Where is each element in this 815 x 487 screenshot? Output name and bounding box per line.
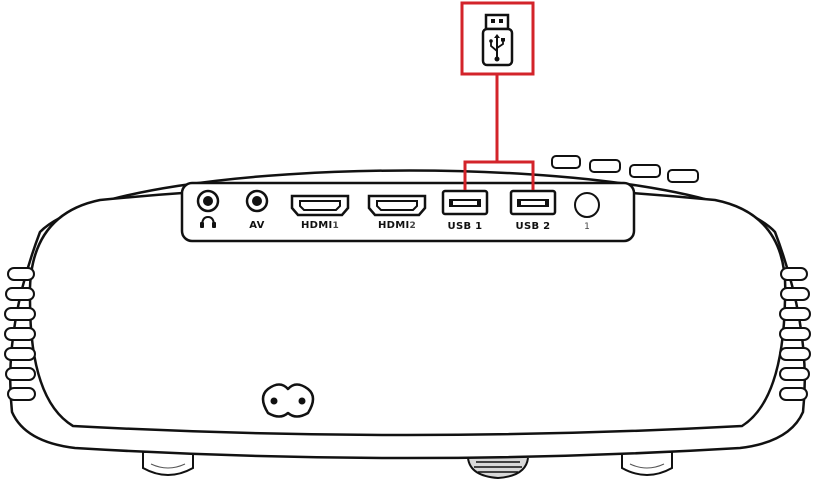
right-vents — [779, 267, 811, 401]
ir-sensor-label: 1 — [584, 222, 590, 232]
headphone-jack[interactable] — [196, 189, 220, 213]
usb2-port[interactable] — [509, 189, 557, 216]
power-socket-icon[interactable] — [261, 383, 315, 418]
av-label: AV — [249, 220, 264, 231]
usb2-label: USB 2 — [516, 221, 551, 232]
projector-feet — [142, 451, 673, 480]
usb-flash-drive-icon — [481, 13, 514, 67]
top-buttons — [551, 155, 699, 183]
headphone-icon — [200, 215, 216, 228]
ir-sensor — [574, 192, 600, 218]
usb1-label: USB 1 — [448, 221, 483, 232]
left-vents — [4, 267, 36, 401]
hdmi2-label: HDMI2 — [378, 220, 416, 231]
usb-callout-connector — [463, 74, 535, 190]
hdmi1-port[interactable] — [290, 194, 350, 217]
usb1-port[interactable] — [441, 189, 489, 216]
av-jack[interactable] — [245, 189, 269, 213]
hdmi1-label: HDMI1 — [301, 220, 339, 231]
hdmi2-port[interactable] — [367, 194, 427, 217]
